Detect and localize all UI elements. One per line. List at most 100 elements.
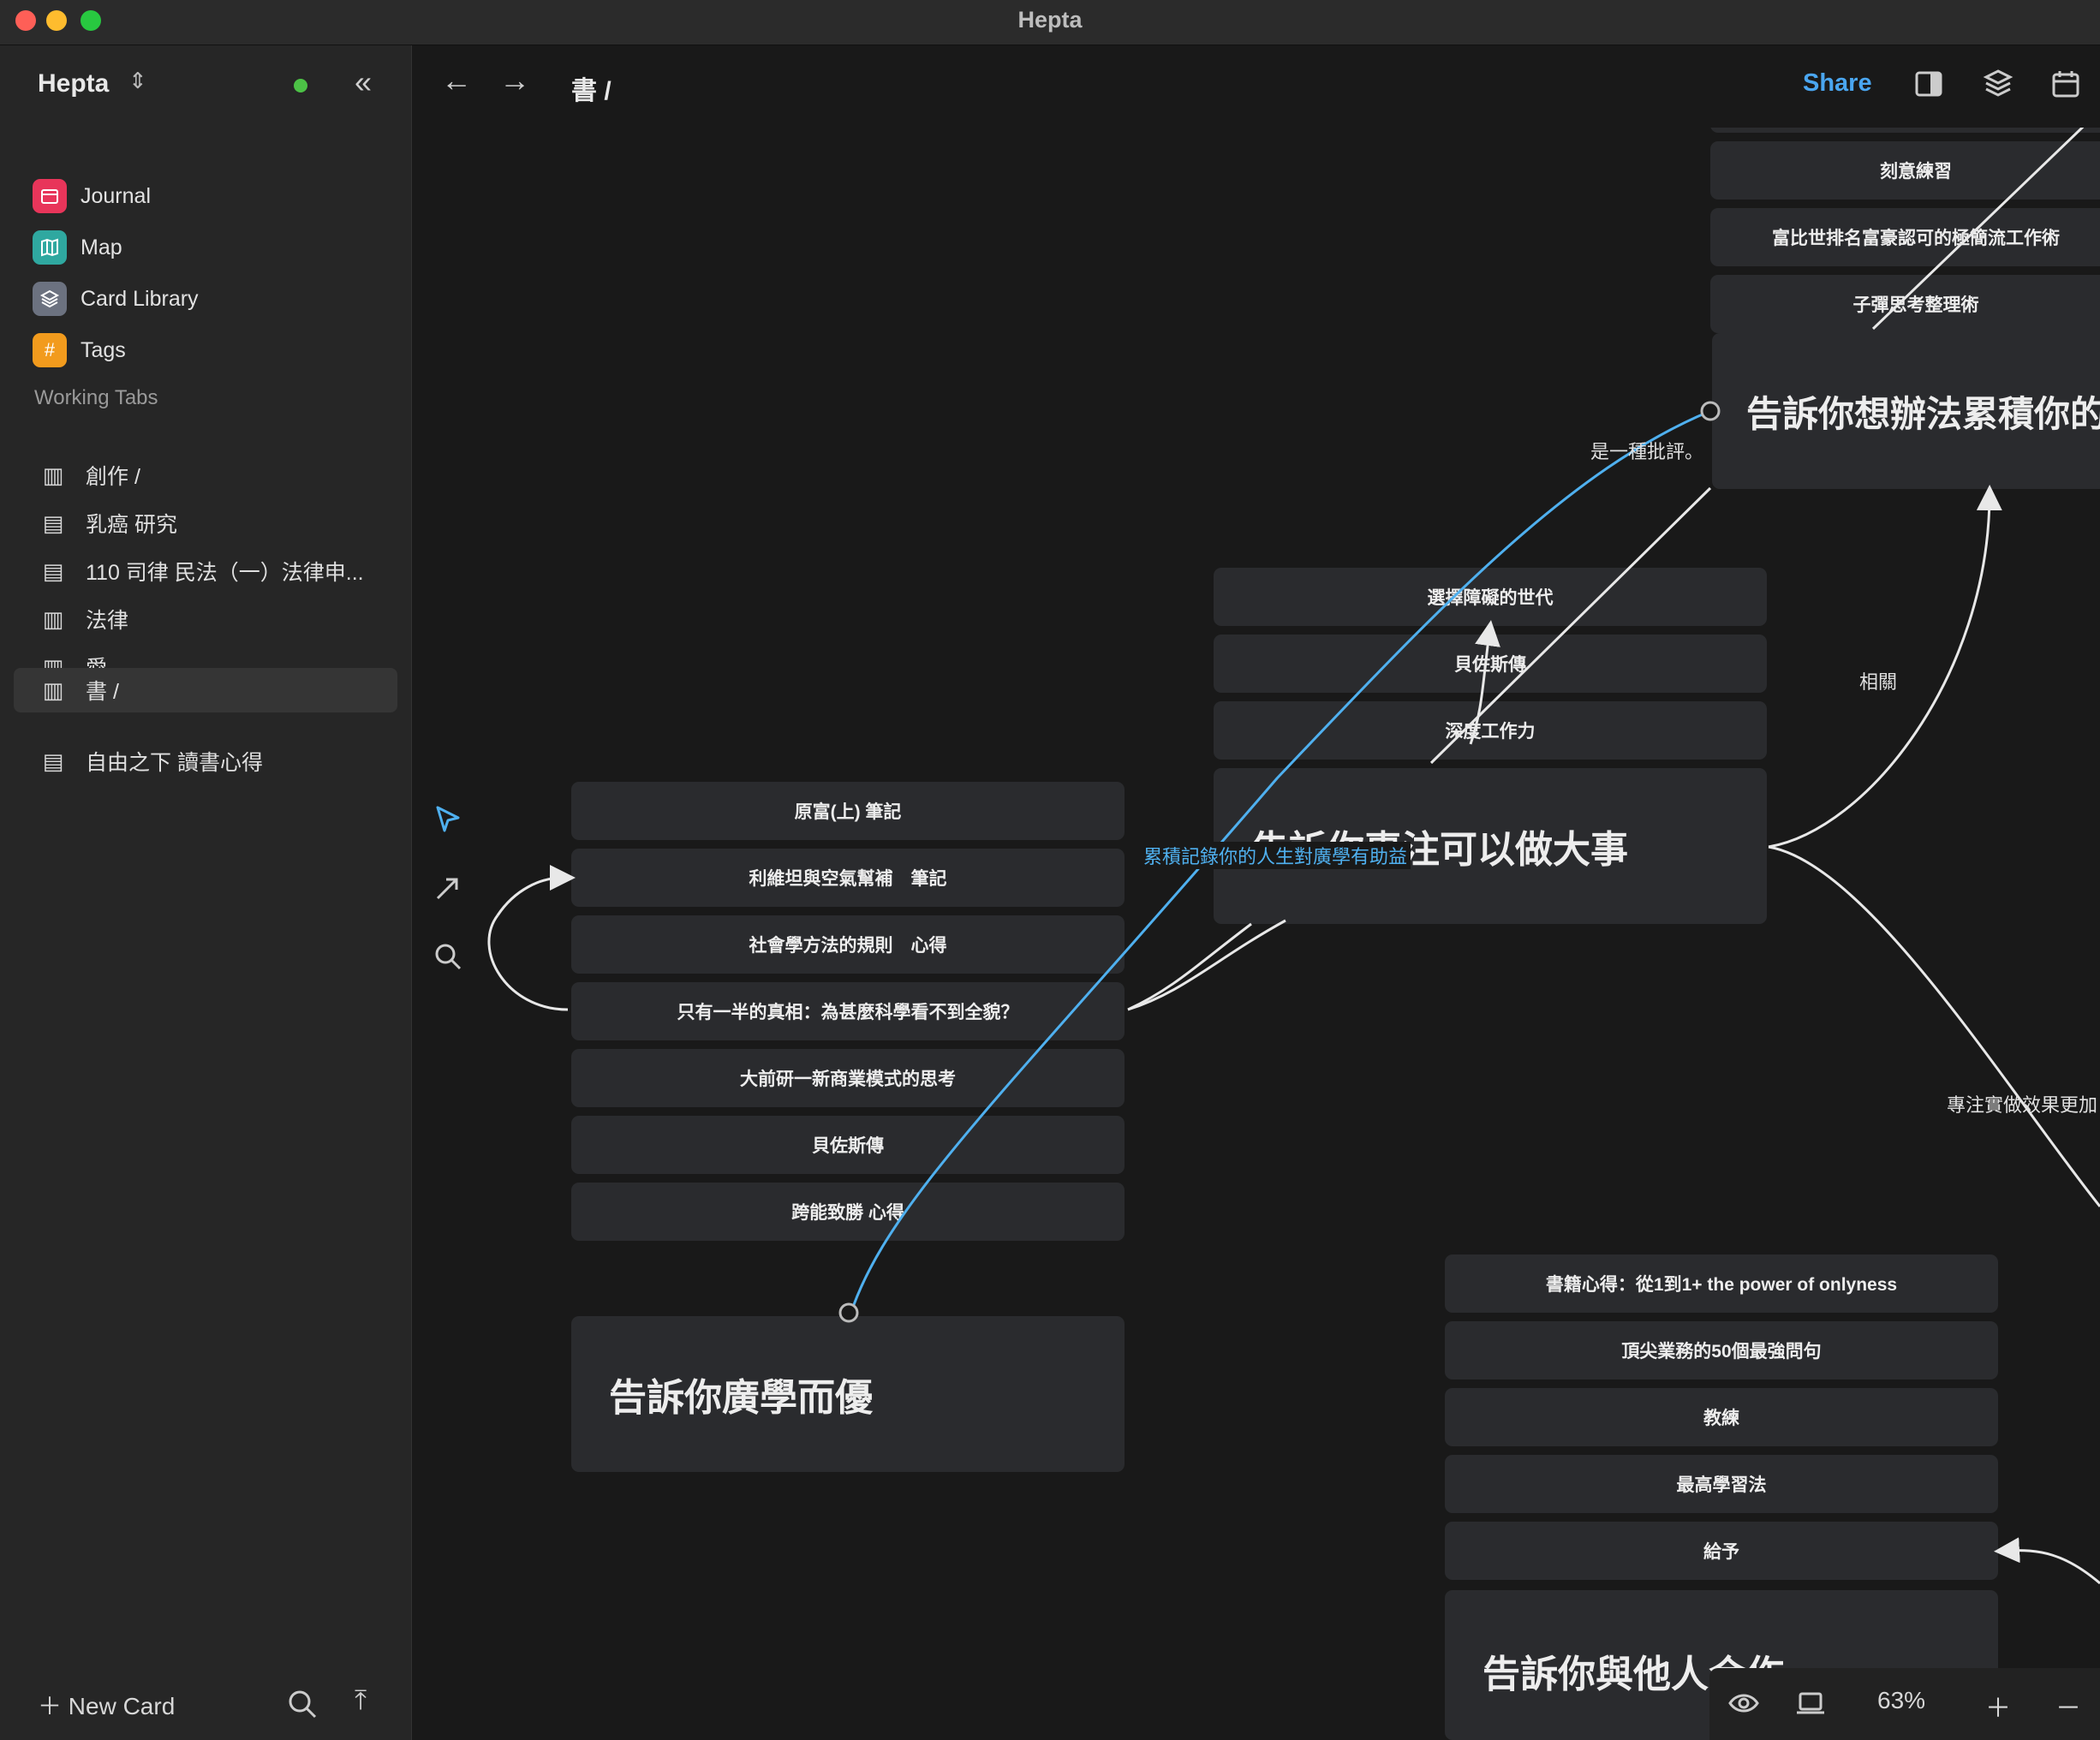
- select-cursor-icon[interactable]: [433, 804, 463, 835]
- connection-line[interactable]: [1994, 1537, 2100, 1585]
- card-group-title[interactable]: 告訴你專注可以做大事: [1214, 768, 1767, 924]
- zoom-bar: 63% ＋ －: [1709, 1668, 2100, 1740]
- tab-label: 乳癌 研究: [86, 513, 177, 537]
- workspace-name[interactable]: Hepta: [38, 69, 110, 98]
- layers-icon[interactable]: [1983, 68, 2013, 98]
- card-title: 利維坦與空氣幫補 筆記: [749, 869, 947, 889]
- card[interactable]: 給予: [1445, 1522, 1998, 1580]
- panel-toggle-icon[interactable]: [1914, 69, 1943, 98]
- title-bar: Hepta: [0, 0, 2100, 45]
- connection-lines: [487, 128, 2100, 1585]
- zoom-window-button[interactable]: [81, 10, 101, 31]
- connection-label[interactable]: 相關: [1859, 671, 1898, 693]
- share-button[interactable]: Share: [1803, 69, 1872, 97]
- sidebar: Hepta ⇕ « Journal Map Card Library # Tag…: [0, 45, 412, 1740]
- card[interactable]: 跨能致勝 心得: [571, 1183, 1125, 1241]
- breadcrumb[interactable]: 書 /: [571, 77, 612, 105]
- connection-label[interactable]: 專注實做效果更加: [1947, 1094, 2098, 1116]
- card-title: 給予: [1703, 1542, 1739, 1562]
- connection-label-selected[interactable]: 累積記錄你的人生對廣學有助益: [1140, 842, 1411, 869]
- card-title: 社會學方法的規則 心得: [749, 936, 947, 956]
- tab-item[interactable]: ▤ 自由之下 讀書心得: [14, 739, 397, 784]
- card[interactable]: 原富(上) 筆記: [571, 782, 1125, 840]
- sidebar-item-map[interactable]: Map: [33, 229, 122, 266]
- card[interactable]: 選擇障礙的世代: [1214, 568, 1767, 626]
- close-window-button[interactable]: [15, 10, 36, 31]
- card-group-heading: 告訴你想辦法累積你的: [1746, 393, 2100, 434]
- plus-icon: ＋: [38, 1693, 63, 1719]
- document-icon: ▤: [42, 748, 64, 774]
- card-group-title[interactable]: 告訴你廣學而優: [571, 1316, 1125, 1472]
- eye-icon[interactable]: [1728, 1690, 1759, 1716]
- card-title: 富比世排名富豪認可的極簡流工作術: [1772, 229, 2060, 248]
- tab-item[interactable]: ▥ 法律: [14, 597, 397, 641]
- map-canvas[interactable]: 刻意練習 富比世排名富豪認可的極簡流工作術 子彈思考整理術 告訴你想辦法累積你的…: [412, 128, 2100, 1740]
- card[interactable]: 教練: [1445, 1388, 1998, 1446]
- sidebar-item-tags[interactable]: # Tags: [33, 331, 126, 369]
- sidebar-item-journal[interactable]: Journal: [33, 177, 151, 215]
- new-card-button[interactable]: ＋ New Card: [38, 1688, 175, 1722]
- zoom-level[interactable]: 63%: [1877, 1687, 1926, 1713]
- tab-label: 書 /: [86, 680, 119, 704]
- workspace-switch-icon[interactable]: ⇕: [128, 68, 147, 93]
- map-icon: ▥: [42, 605, 64, 632]
- card-group-title[interactable]: 告訴你想辦法累積你的: [1712, 333, 2100, 489]
- connection-handle[interactable]: [1700, 401, 1721, 421]
- minimize-window-button[interactable]: [46, 10, 67, 31]
- card[interactable]: 子彈思考整理術: [1710, 275, 2100, 333]
- card[interactable]: 頂尖業務的50個最強問句: [1445, 1321, 1998, 1379]
- connection-line[interactable]: [1768, 845, 2100, 1207]
- card-group-heading: 告訴你廣學而優: [609, 1377, 873, 1419]
- tab-item-active[interactable]: ▥ 書 /: [14, 668, 397, 712]
- map-icon: [33, 230, 67, 265]
- window-title: Hepta: [1017, 7, 1083, 33]
- tab-item[interactable]: ▤ 乳癌 研究: [14, 501, 397, 545]
- card-title: 貝佐斯傳: [1454, 655, 1526, 675]
- working-tabs-heading: Working Tabs: [34, 386, 158, 409]
- scroll-to-top-icon[interactable]: ⤒: [355, 1684, 367, 1715]
- tab-label: 創作 /: [86, 465, 140, 489]
- collapse-sidebar-icon[interactable]: «: [355, 64, 373, 99]
- connection-line[interactable]: [1429, 486, 1712, 765]
- card-title: 只有一半的真相：為甚麼科學看不到全貌？: [677, 1003, 1019, 1022]
- card[interactable]: 社會學方法的規則 心得: [571, 915, 1125, 974]
- toolbar: ← → 書 / Share: [412, 45, 2100, 128]
- tab-label: 自由之下 讀書心得: [86, 751, 263, 775]
- connection-line[interactable]: [1768, 485, 2002, 849]
- calendar-icon[interactable]: [2051, 69, 2080, 98]
- card[interactable]: 書籍心得：從1到1+ the power of onlyness: [1445, 1254, 1998, 1313]
- card-title: 跨能致勝 心得: [791, 1203, 904, 1223]
- forward-arrow-icon[interactable]: →: [499, 63, 530, 98]
- search-icon[interactable]: [433, 941, 463, 972]
- card-partial[interactable]: [1710, 128, 2100, 133]
- connection-line[interactable]: [1127, 919, 1286, 1011]
- card-title: 刻意練習: [1880, 162, 1952, 182]
- card[interactable]: 只有一半的真相：為甚麼科學看不到全貌？: [571, 982, 1125, 1040]
- connection-handle[interactable]: [838, 1302, 859, 1323]
- connection-line[interactable]: [1127, 922, 1252, 1011]
- connection-line[interactable]: [496, 865, 576, 916]
- tab-item[interactable]: ▤ 110 司律 民法（一）法律申...: [14, 549, 397, 593]
- tab-item[interactable]: ▥ 創作 /: [14, 453, 397, 498]
- connection-line[interactable]: [1871, 128, 2100, 331]
- connection-line-selected[interactable]: [850, 409, 1711, 1310]
- card-title: 原富(上) 筆記: [794, 802, 902, 822]
- zoom-out-icon[interactable]: －: [2055, 1695, 2081, 1723]
- zoom-in-icon[interactable]: ＋: [1985, 1695, 2011, 1723]
- connection-label[interactable]: 是一種批評。: [1590, 441, 1704, 462]
- sidebar-item-label: Card Library: [81, 286, 199, 311]
- connect-arrow-icon[interactable]: [433, 873, 463, 903]
- card[interactable]: 利維坦與空氣幫補 筆記: [571, 849, 1125, 907]
- search-icon[interactable]: [286, 1688, 319, 1720]
- card[interactable]: 富比世排名富豪認可的極簡流工作術: [1710, 208, 2100, 266]
- back-arrow-icon[interactable]: ←: [441, 63, 472, 98]
- card[interactable]: 貝佐斯傳: [571, 1116, 1125, 1174]
- connection-line[interactable]: [1469, 620, 1500, 745]
- hash-icon: #: [33, 333, 67, 367]
- sidebar-item-card-library[interactable]: Card Library: [33, 280, 199, 318]
- fit-screen-icon[interactable]: [1795, 1690, 1826, 1716]
- connection-line[interactable]: [487, 915, 569, 1011]
- map-icon: ▥: [42, 676, 64, 703]
- card[interactable]: 刻意練習: [1710, 141, 2100, 200]
- card[interactable]: 最高學習法: [1445, 1455, 1998, 1513]
